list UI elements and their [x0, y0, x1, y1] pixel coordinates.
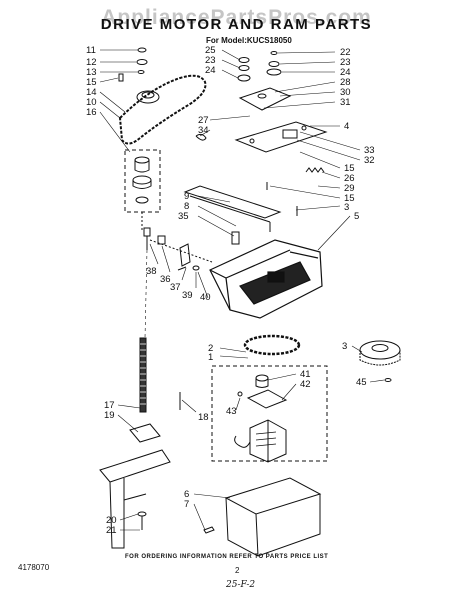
callout: 18 — [198, 412, 209, 423]
callout: 41 — [300, 369, 311, 380]
pivot-arm — [238, 87, 292, 111]
callout: 36 — [160, 274, 171, 285]
callout: 2 — [208, 343, 213, 354]
callout: 14 — [86, 87, 97, 98]
callout: 38 — [146, 266, 157, 277]
callout: 4 — [344, 121, 349, 132]
mount-screw — [237, 391, 243, 397]
callout: 28 — [340, 77, 351, 88]
callout: 15 — [344, 193, 355, 204]
motor-mount-plate — [246, 389, 288, 409]
callout: 5 — [354, 211, 359, 222]
cover-screw — [203, 526, 215, 534]
callout: 27 — [198, 115, 209, 126]
callout: 1 — [208, 352, 213, 363]
callout: 45 — [356, 377, 367, 388]
upper-right-washers — [237, 51, 282, 82]
callout: 15 — [344, 163, 355, 174]
callout: 15 — [86, 77, 97, 88]
ram-screw-shaft — [139, 337, 147, 413]
callout: 3 — [344, 202, 349, 213]
diagram-title: DRIVE MOTOR AND RAM PARTS — [100, 16, 373, 33]
callout: 29 — [344, 183, 355, 194]
callout: 34 — [198, 125, 209, 136]
shaft-block — [129, 423, 161, 443]
callout: 8 — [184, 201, 189, 212]
callout: 24 — [205, 65, 216, 76]
callout: 26 — [344, 173, 355, 184]
base-cover-box — [224, 477, 322, 557]
watermark: AppliancePartsPros.com — [101, 6, 372, 29]
callout: 7 — [184, 499, 189, 510]
frame-leader — [149, 239, 213, 263]
callout: 11 — [86, 45, 96, 56]
drive-belt — [243, 334, 301, 356]
callout: 43 — [226, 406, 237, 417]
callout: 35 — [178, 211, 189, 222]
callout: 30 — [340, 87, 351, 98]
ordering-note: FOR ORDERING INFORMATION REFER TO PARTS … — [125, 554, 329, 560]
sprocket-stack — [132, 156, 152, 204]
callout: 20 — [106, 515, 117, 526]
callout: 10 — [86, 97, 97, 108]
callout: 13 — [86, 67, 97, 78]
ram-slide-rail — [183, 185, 282, 232]
shaft-axis — [144, 249, 148, 339]
callout: 24 — [340, 67, 351, 78]
motor-fan-gear — [359, 340, 401, 382]
ram-bracket-plate — [234, 121, 328, 153]
upper-sprocket — [136, 90, 160, 104]
callout: 23 — [205, 55, 216, 66]
callout: 9 — [184, 191, 189, 202]
callout-labels: 11 12 13 15 14 10 16 25 23 24 22 23 24 2… — [86, 45, 375, 536]
callout: 31 — [340, 97, 351, 108]
callout: 23 — [340, 57, 351, 68]
ram-arm — [99, 449, 171, 549]
callout: 3 — [342, 341, 347, 352]
callout: 21 — [106, 525, 117, 536]
motor-pulley — [255, 374, 269, 388]
callout: 17 — [104, 400, 115, 411]
left-fasteners — [143, 227, 200, 271]
chain-small-parts — [118, 47, 148, 82]
callout: 37 — [170, 282, 181, 293]
handwritten-note: 25-F-2 — [226, 580, 256, 590]
motor-leads — [234, 435, 251, 448]
callout: 6 — [184, 489, 189, 500]
callout: 42 — [300, 379, 311, 390]
callout: 33 — [364, 145, 375, 156]
drive-motor — [249, 419, 287, 463]
callout: 32 — [364, 155, 375, 166]
bracket-clip — [282, 129, 298, 139]
spring — [305, 167, 325, 173]
callout: 25 — [205, 45, 216, 56]
leader-lines — [99, 49, 385, 531]
drive-chain — [118, 74, 207, 145]
callout: 19 — [104, 410, 115, 421]
model-number: For Model:KUCS18050 — [206, 36, 292, 45]
callout: 12 — [86, 57, 97, 68]
callout: 39 — [182, 290, 193, 301]
document-number: 4178070 — [18, 563, 50, 572]
callout: 40 — [200, 292, 211, 303]
rail-screw-boss — [231, 231, 240, 245]
main-frame-housing — [209, 239, 323, 319]
callout: 16 — [86, 107, 97, 118]
cam-link — [195, 133, 207, 141]
page-number: 2 — [235, 566, 240, 575]
callout: 22 — [340, 47, 351, 58]
